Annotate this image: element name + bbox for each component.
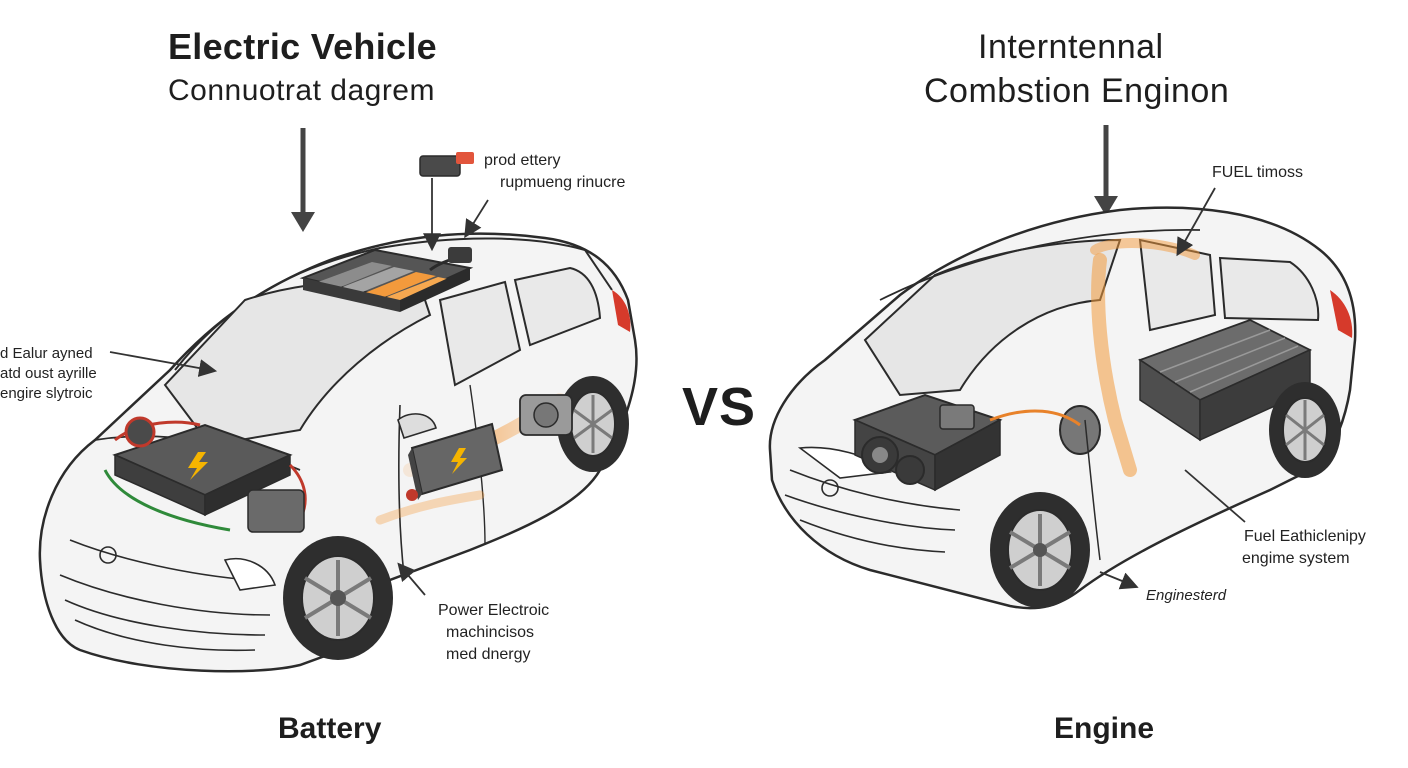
- ev-connector: [448, 247, 472, 263]
- ice-rear-wheel: [1269, 382, 1341, 478]
- ice-callout-system-line1: Fuel Eathiclenipy: [1244, 528, 1366, 545]
- ev-front-bolt-icon: [188, 452, 208, 480]
- ev-title: Electric Vehicle: [168, 26, 437, 67]
- ev-side-bolt-icon: [451, 448, 467, 474]
- ice-front-wheel: [990, 492, 1090, 608]
- ev-footer-label: Battery: [278, 712, 382, 745]
- ice-grille: [784, 469, 961, 553]
- ev-headlight: [223, 558, 277, 591]
- ev-callout-left-line2: atd oust ayrille: [0, 365, 97, 382]
- ice-engine-block: [852, 393, 1003, 492]
- ice-taillight: [1330, 290, 1353, 338]
- vs-label: VS: [682, 377, 757, 437]
- ev-callout-power-line2: machincisos: [446, 624, 535, 641]
- ev-roof-battery-pack: [299, 248, 474, 312]
- ev-grille: [59, 539, 271, 652]
- ev-side-window-front: [438, 280, 522, 387]
- ev-side-battery: [406, 422, 504, 501]
- ice-rear-drivetrain: [1138, 319, 1313, 442]
- ice-callout-lines: [1099, 187, 1246, 590]
- ev-subtitle: Connuotrat dagrem: [168, 74, 435, 107]
- ev-callout-left-line1: d Ealur ayned: [0, 345, 93, 362]
- ev-taillight: [612, 290, 631, 332]
- ev-callout-power-line3: med dnergy: [446, 646, 531, 663]
- ev-callout-battery-line1: prod ettery: [484, 152, 561, 169]
- ice-title-arrow: [1094, 125, 1118, 216]
- ice-callout-engine-std: Enginesterd: [1146, 587, 1227, 604]
- ice-footer-label: Engine: [1054, 712, 1155, 745]
- ev-callout-power-line1: Power Electroic: [438, 602, 550, 619]
- ice-fuel-line: [1091, 253, 1137, 477]
- ice-callout-fuel: FUEL timoss: [1212, 164, 1303, 181]
- ev-callout-lines: [109, 178, 489, 596]
- ev-front-wheel: [283, 536, 393, 660]
- ice-callout-system-line2: engime system: [1242, 550, 1350, 567]
- ice-title-line2: Combstion Enginon: [924, 72, 1230, 110]
- ev-motor: [519, 394, 573, 436]
- ev-callout-battery-line2: rupmueng rinucre: [500, 174, 626, 191]
- ev-windshield: [163, 280, 432, 447]
- ev-front-battery-module: [103, 416, 307, 533]
- ev-title-arrow: [291, 128, 315, 232]
- ice-title-line1: Interntennal: [978, 28, 1164, 66]
- ev-side-window-rear: [513, 266, 602, 347]
- ev-callout-left-line3: engire slytroic: [0, 385, 93, 402]
- ice-car-illustration: [768, 206, 1357, 610]
- ev-car-illustration: [38, 232, 638, 673]
- ev-mirror: [397, 413, 437, 439]
- ice-intake: [1059, 405, 1101, 455]
- battery-icon: [419, 152, 474, 177]
- ev-rear-wheel: [557, 376, 629, 472]
